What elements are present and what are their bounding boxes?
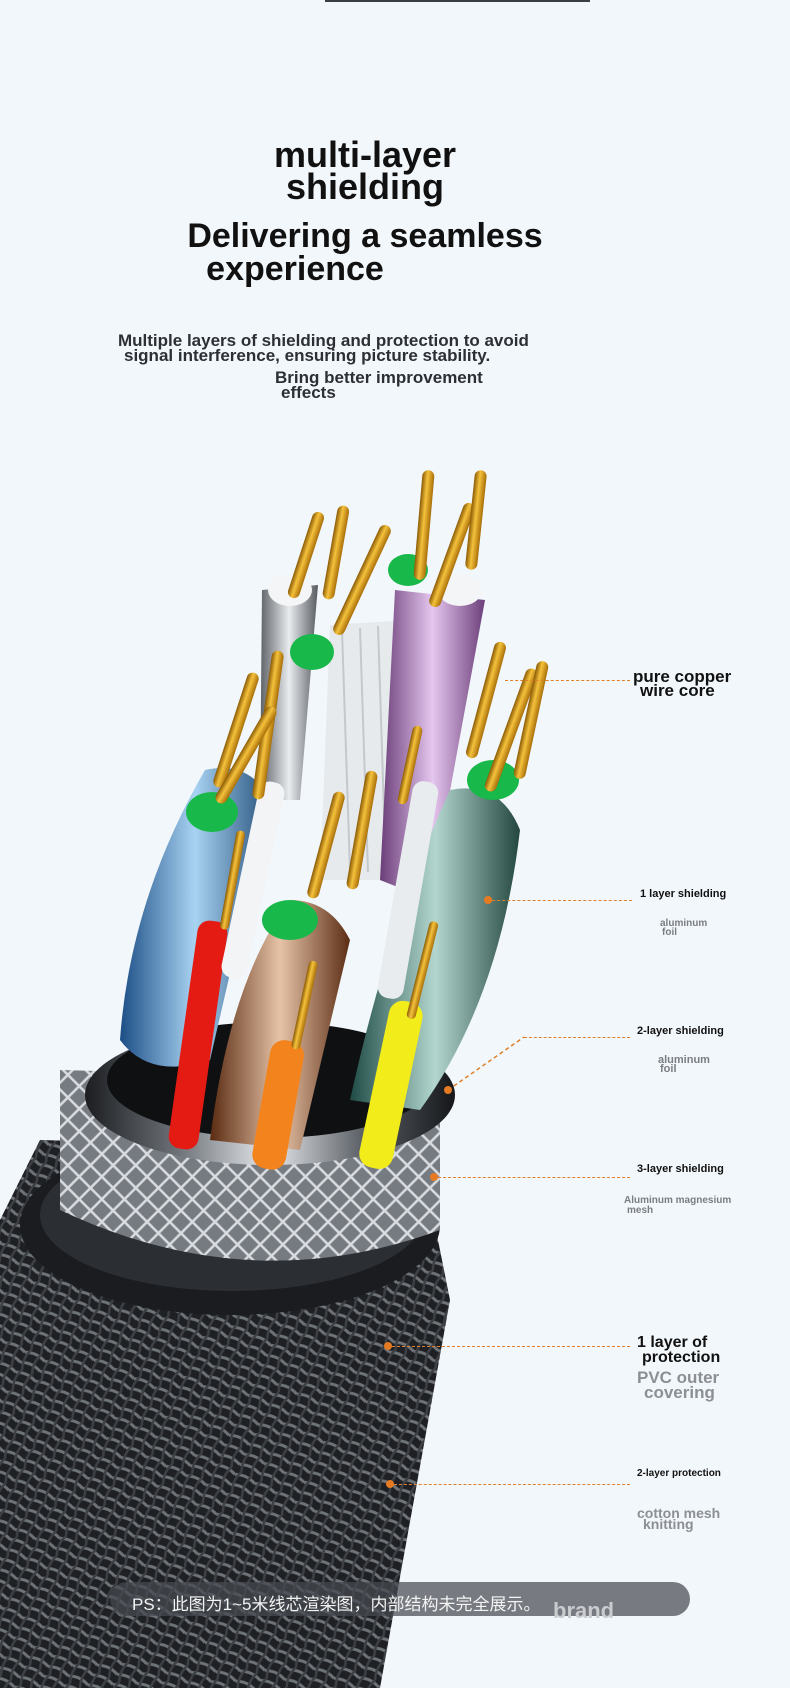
leader-protect-2	[394, 1484, 630, 1485]
description-line-4: effects	[281, 383, 336, 402]
callout-protect-1-title-1: 1 layer of	[637, 1334, 708, 1351]
callout-copper-line-1: pure copper	[633, 667, 732, 686]
callout-shield-3-title: 3-layer shielding	[637, 1163, 724, 1175]
callout-protect-2-sub-2: knitting	[643, 1516, 694, 1532]
callout-shield-1-sub-2: foil	[662, 927, 677, 938]
callout-protect-2-sub-1: cotton mesh	[637, 1505, 721, 1521]
leader-shield-3	[438, 1177, 630, 1178]
leader-shield-2	[524, 1037, 630, 1038]
callout-shield-2-title: 2-layer shielding	[637, 1025, 724, 1037]
leader-protect-1	[392, 1346, 630, 1347]
description-line-2: signal interference, ensuring picture st…	[124, 346, 491, 365]
description-line-3: Bring better improvement	[275, 368, 483, 387]
callout-protect-1-title-2: protection	[642, 1349, 721, 1366]
callout-copper-line-2: wire core	[640, 681, 715, 700]
callout-shield-2-sub-2: foil	[660, 1063, 677, 1075]
tagline-line-1: Delivering a seamless	[187, 217, 543, 255]
brand-watermark: brand	[553, 1598, 615, 1623]
callout-shield-2-sub-1: aluminum	[658, 1054, 710, 1066]
callout-shield-3-sub-2: mesh	[627, 1205, 654, 1216]
title-line-2: shielding	[285, 166, 444, 207]
callout-protect-1-sub-1: PVC outer	[637, 1368, 720, 1387]
leader-copper	[505, 680, 630, 681]
leader-shield-1	[492, 900, 632, 901]
callout-shield-3-sub-1: Aluminum magnesium	[624, 1195, 732, 1206]
description-line-1: Multiple layers of shielding and protect…	[118, 331, 529, 350]
callout-protect-1-sub-2: covering	[644, 1383, 715, 1402]
disclaimer-text: PS：此图为1~5米线芯渲染图，内部结构未完全展示。	[132, 1595, 541, 1614]
tagline-line-2: experience	[206, 250, 384, 288]
title-line-1: multi-layer	[273, 134, 457, 175]
disclaimer-bar: PS：此图为1~5米线芯渲染图，内部结构未完全展示。 brand	[110, 1582, 690, 1623]
callout-shield-1-sub-1: aluminum	[660, 918, 708, 929]
callout-shield-1-title: 1 layer shielding	[640, 888, 727, 900]
top-edge-line	[325, 0, 590, 2]
callout-protect-2-title: 2-layer protection	[637, 1468, 721, 1479]
